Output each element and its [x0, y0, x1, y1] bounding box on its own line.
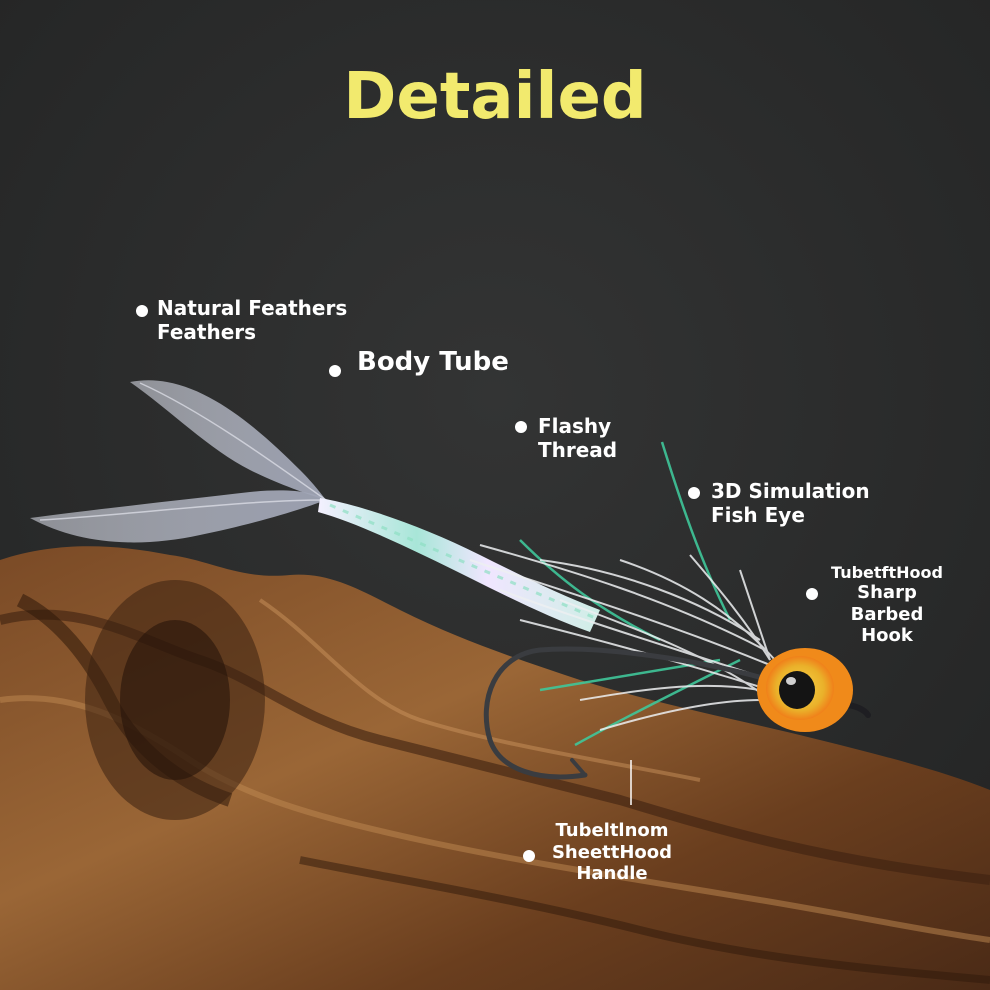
bullet-dot-icon: [515, 421, 527, 433]
bullet-dot-icon: [136, 305, 148, 317]
callout-fish-eye: 3D Simulation Fish Eye: [688, 479, 870, 527]
label-handle-line3: Handle: [576, 863, 648, 885]
bullet-dot-icon: [806, 588, 818, 600]
tail-feathers: [30, 380, 327, 543]
body-tube: [318, 498, 601, 632]
label-natural-feathers-line1: Natural Feathers: [157, 296, 348, 320]
bullet-dot-icon: [523, 850, 535, 862]
label-hook-line1: TubetftHood: [831, 563, 943, 582]
label-handle-line1: Tubeltlnom: [555, 820, 669, 841]
bullet-dot-icon: [688, 487, 700, 499]
driftwood: [0, 546, 990, 990]
callout-natural-feathers: Natural Feathers Feathers: [136, 296, 348, 344]
label-flashy-thread-line1: Flashy: [538, 414, 612, 438]
label-hook-line4: Hook: [861, 625, 913, 647]
callout-hook: TubetftHood Sharp Barbed Hook: [806, 563, 948, 647]
label-flashy-thread-line2: Thread: [538, 438, 618, 462]
label-fish-eye-line2: Fish Eye: [711, 503, 805, 527]
bullet-dot-icon: [329, 365, 341, 377]
label-handle-line2: SheettHood: [551, 841, 673, 863]
label-body-tube: Body Tube: [357, 347, 509, 377]
label-natural-feathers-line2: Feathers: [157, 320, 257, 344]
page-title: Detailed: [343, 60, 647, 134]
label-hook-line3: Barbed: [850, 603, 924, 625]
label-fish-eye-line1: 3D Simulation: [711, 479, 870, 503]
label-hook-line2: Sharp: [857, 582, 917, 604]
callout-flashy-thread: Flashy Thread: [515, 414, 618, 462]
callout-handle: Tubeltlnom SheettHood Handle: [523, 820, 687, 885]
callout-body-tube: Body Tube: [329, 347, 509, 378]
fish-eye: [757, 648, 853, 732]
